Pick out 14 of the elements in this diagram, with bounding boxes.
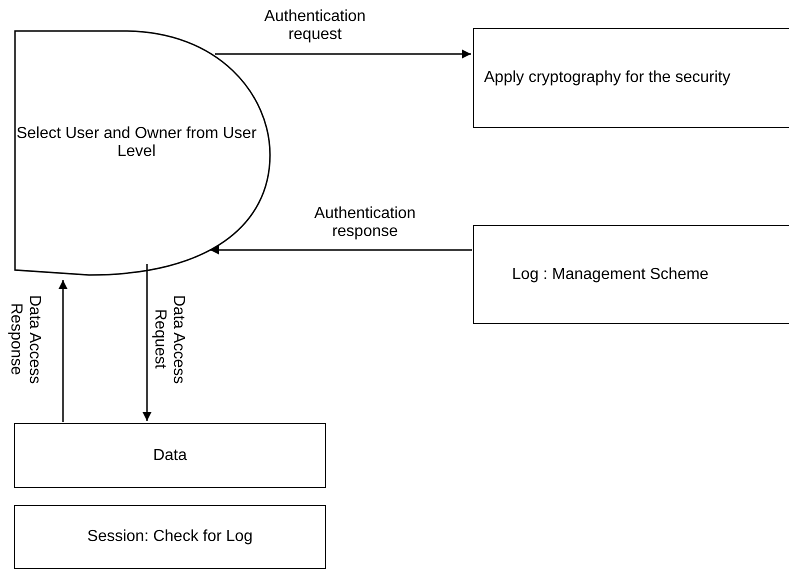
arrow [210, 246, 472, 254]
process-box [473, 225, 789, 324]
node-label: Select User and Owner from User Level [15, 125, 258, 161]
arrow [142, 264, 152, 421]
node-label: Session: Check for Log [87, 528, 253, 546]
process-box [14, 505, 326, 569]
process-box [14, 423, 326, 488]
delay-shape [14, 30, 272, 277]
process-box [473, 28, 789, 128]
arrow [58, 280, 68, 422]
node-label: Apply cryptography for the security [484, 69, 730, 87]
node-label: Log : Management Scheme [512, 266, 709, 284]
node-label: Data [153, 446, 187, 464]
arrow [215, 50, 471, 58]
